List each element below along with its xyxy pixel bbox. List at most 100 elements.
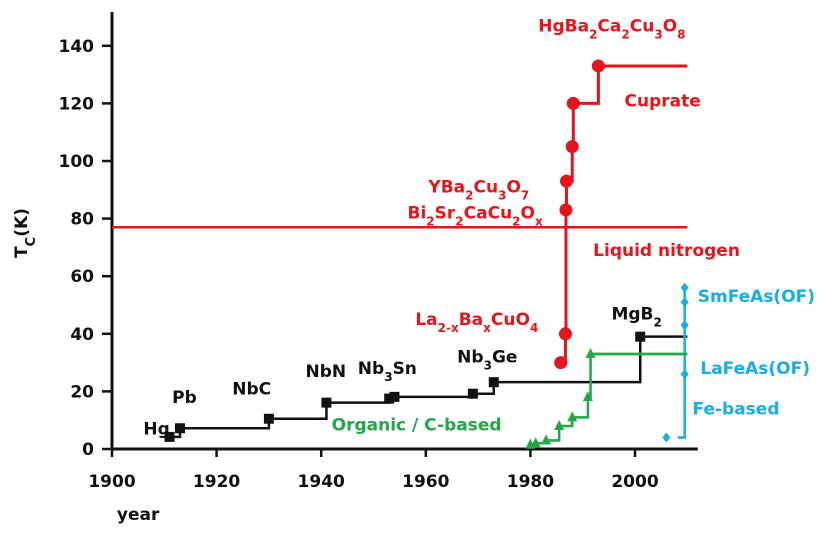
label-bscco: Bi2Sr2CaCu2Ox — [407, 204, 543, 229]
label-part: Hg — [143, 420, 169, 440]
label-ybco: YBa2Cu3O7 — [427, 178, 529, 203]
label-subscript: x — [483, 321, 491, 335]
organic-c-based-point — [554, 419, 565, 430]
label-hg: Hg — [143, 420, 169, 440]
conventional-point — [174, 423, 185, 434]
cuprate-point — [554, 356, 568, 370]
fe-based-point — [680, 297, 689, 308]
fe-based-point — [680, 369, 689, 380]
label-subscript: 2 — [465, 189, 473, 203]
label-part: NbC — [232, 379, 271, 399]
label-smfeas-of: SmFeAs(OF) — [698, 287, 815, 307]
label-part: NbN — [306, 362, 347, 382]
label-subscript: 2-x — [438, 321, 459, 335]
label-nb3sn: Nb3Sn — [358, 359, 417, 384]
label-lafeas-of: LaFeAs(OF) — [700, 359, 810, 379]
conventional-point — [164, 431, 175, 442]
conventional-point — [467, 388, 478, 399]
y-tick-label: 80 — [70, 210, 94, 230]
fe-based-bracket-line — [677, 287, 686, 439]
label-part: Nb — [457, 348, 483, 368]
label-subscript: 4 — [530, 321, 538, 335]
cuprate-point — [591, 59, 605, 73]
label-lbco: La2-xBaxCuO4 — [415, 310, 538, 335]
label-subscript: 2 — [512, 215, 520, 229]
organic-c-based-point — [567, 411, 578, 422]
label-organic-c-based: Organic / C-based — [332, 415, 502, 435]
conventional-point — [263, 413, 274, 424]
cuprate-point — [566, 96, 580, 110]
fe-based-point — [680, 320, 689, 331]
label-subscript: 3 — [654, 27, 662, 41]
x-axis-title: year — [117, 505, 160, 525]
label-subscript: 2 — [654, 315, 662, 329]
label-part: Sn — [393, 359, 417, 379]
organic-c-based-line — [530, 352, 688, 446]
cuprate-point — [558, 327, 572, 341]
x-tick-label: 1960 — [402, 472, 449, 492]
organic-c-based-point — [541, 434, 552, 445]
label-nbc: NbC — [232, 379, 271, 399]
cuprate-point — [559, 203, 573, 217]
label-subscript: 2 — [621, 27, 629, 41]
label-part: Cu — [630, 16, 655, 36]
label-mgb2: MgB2 — [611, 304, 661, 329]
x-tick-label: 1940 — [298, 472, 345, 492]
y-tick-label: 140 — [59, 37, 95, 57]
label-part: O — [506, 178, 520, 198]
y-tick-label: 0 — [82, 440, 94, 460]
organic-c-based-point — [582, 391, 593, 402]
label-part: YBa — [427, 178, 465, 198]
label-subscript: 8 — [677, 27, 685, 41]
label-part: Sr — [435, 204, 456, 224]
label-fe-based: Fe-based — [693, 399, 780, 419]
label-part: La — [415, 310, 437, 330]
label-subscript: x — [535, 215, 543, 229]
label-part: CuO — [491, 310, 530, 330]
label-part: Pb — [172, 388, 197, 408]
y-axis-title: TC(K) — [12, 208, 39, 258]
series-group — [164, 59, 689, 449]
y-tick-label: 60 — [70, 267, 94, 287]
conventional-point — [635, 331, 646, 342]
label-nb3ge: Nb3Ge — [457, 348, 517, 373]
label-subscript: 2 — [426, 215, 434, 229]
label-part: O — [521, 204, 535, 224]
y-tick-label: 100 — [59, 152, 95, 172]
label-part: Cu — [474, 178, 499, 198]
label-liquid-nitrogen: Liquid nitrogen — [593, 241, 740, 261]
x-tick-label: 1980 — [507, 472, 554, 492]
label-part: Ba — [459, 310, 483, 330]
label-subscript: 3 — [498, 189, 506, 203]
label-subscript: 2 — [455, 215, 463, 229]
label-part: Bi — [407, 204, 426, 224]
label-part: Ge — [492, 348, 517, 368]
label-cuprate: Cuprate — [625, 91, 701, 111]
label-part: HgBa — [538, 16, 589, 36]
conventional-point — [488, 377, 499, 388]
y-axis-title-subscript: C — [24, 237, 39, 247]
conventional-point — [321, 397, 332, 408]
y-tick-label: 20 — [70, 382, 94, 402]
label-subscript: 7 — [521, 189, 529, 203]
label-part: Ca — [597, 16, 621, 36]
y-axis-title-part: T — [12, 246, 32, 258]
organic-c-based-point — [530, 437, 541, 448]
cuprate-point — [559, 174, 573, 188]
label-subscript: 3 — [384, 370, 392, 384]
y-tick-label: 40 — [70, 325, 94, 345]
label-subscript: 3 — [484, 359, 492, 373]
label-part: CaCu — [464, 204, 513, 224]
fe-based-point — [680, 282, 689, 293]
label-part: MgB — [611, 304, 653, 324]
conventional-point — [384, 393, 395, 404]
y-tick-label: 120 — [59, 94, 95, 114]
label-hbcco: HgBa2Ca2Cu3O8 — [538, 16, 685, 41]
fe-based-point — [662, 432, 671, 443]
conventional-point — [389, 391, 400, 402]
cuprate-point — [565, 140, 579, 154]
label-pb: Pb — [172, 388, 197, 408]
